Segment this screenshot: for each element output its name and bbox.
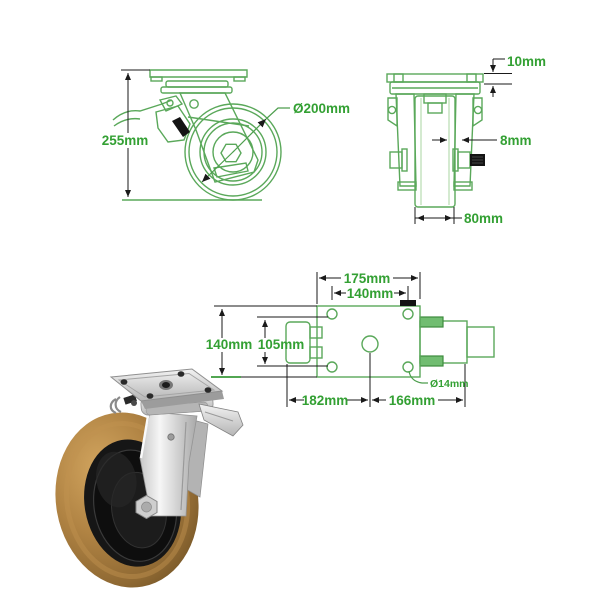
side-brake-tread <box>172 117 190 137</box>
plan-brake-pedal <box>285 321 311 364</box>
dim-bracket-thickness-label: 8mm <box>500 133 532 148</box>
photo-leg-bolt <box>167 433 175 441</box>
side-top-plate <box>149 69 248 78</box>
dim-plate-length-label: 175mm <box>344 271 391 286</box>
plan-bolt-hole <box>326 361 338 373</box>
dim-wheel-diameter-label: Ø200mm <box>293 101 350 116</box>
photo-bolt-hole <box>177 371 185 377</box>
plan-axle-block-bottom <box>419 355 444 367</box>
front-axle-nut <box>457 151 471 169</box>
plan-bolt-hole <box>402 361 414 373</box>
dim-leading-offset-label: 166mm <box>389 393 436 408</box>
dim-plate-thickness-label: 10mm <box>507 54 546 69</box>
plan-bolt-hole <box>402 308 414 320</box>
product-photo <box>55 368 244 588</box>
dim-bolt-centres-width-label: 105mm <box>258 337 305 352</box>
side-fork-leg <box>178 92 259 183</box>
plan-bolt-hole <box>326 308 338 320</box>
front-axle-bolt-head <box>389 151 403 169</box>
photo-bolt-hole <box>120 379 128 385</box>
photo-bolt-hole <box>146 393 154 399</box>
plan-wheel-face <box>466 326 495 358</box>
dim-trailing-offset-label: 182mm <box>302 393 349 408</box>
side-axle-nut <box>220 143 242 163</box>
photo-fork-leg <box>139 411 198 517</box>
side-brake-lever <box>112 95 191 143</box>
front-fork-leg-left <box>395 93 417 187</box>
plan-kingpin-hole <box>361 335 379 353</box>
photo-plate-edge <box>141 391 224 409</box>
photo-brake-pedal <box>198 403 244 437</box>
side-swivel-bearing <box>165 80 229 88</box>
front-fork-leg-right <box>453 93 475 187</box>
photo-kingpin <box>162 382 170 388</box>
front-elevation-drawing: 10mm 8mm 80mm <box>386 54 546 226</box>
dim-height-label: 255mm <box>102 133 149 148</box>
dim-bolt-hole-diameter-label: Ø14mm <box>430 378 469 390</box>
plan-bolt-mark <box>400 300 416 306</box>
plan-view-drawing: 175mm 140mm 140mm 105mm 182mm 166mm Ø14m… <box>206 271 495 408</box>
plan-top-plate <box>316 305 421 378</box>
dim-plate-width-label: 140mm <box>206 337 253 352</box>
photo-brake-spring <box>109 396 122 415</box>
dim-wheel-width-label: 80mm <box>464 211 503 226</box>
dim-bolt-centres-length-label: 140mm <box>347 286 394 301</box>
front-top-plate <box>386 73 484 83</box>
photo-brake-clip <box>123 394 137 405</box>
photo-bolt-hole <box>204 387 212 393</box>
plan-axle-block-top <box>419 316 444 328</box>
side-elevation-drawing: 255mm Ø200mm <box>102 69 350 201</box>
